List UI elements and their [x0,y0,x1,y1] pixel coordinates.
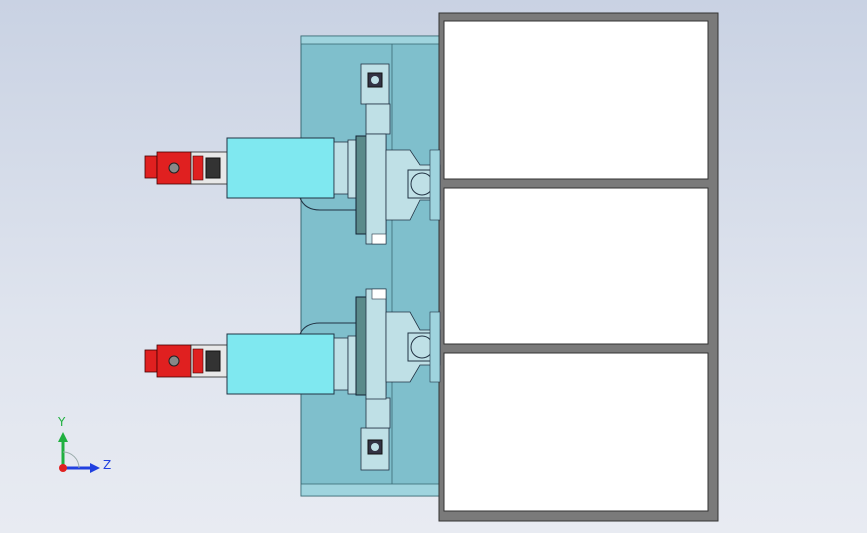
bottom-mount-block[interactable] [360,397,391,471]
upper-actuator-assembly[interactable] [144,133,441,245]
top-mount-block[interactable] [360,63,391,135]
right-housing[interactable] [438,12,719,522]
lower-servo-motor[interactable] [144,344,228,378]
upper-cylinder-body[interactable] [226,137,335,199]
housing-compartment-2[interactable] [443,187,709,345]
y-axis-label: Y [57,415,66,429]
z-axis-label: Z [103,458,111,472]
lower-cylinder-body[interactable] [226,333,335,395]
housing-compartment-1[interactable] [443,20,709,180]
housing-compartment-3[interactable] [443,352,709,512]
coordinate-triad: Y Z [57,415,111,473]
upper-servo-motor[interactable] [144,151,228,185]
lower-actuator-assembly[interactable] [144,288,441,400]
